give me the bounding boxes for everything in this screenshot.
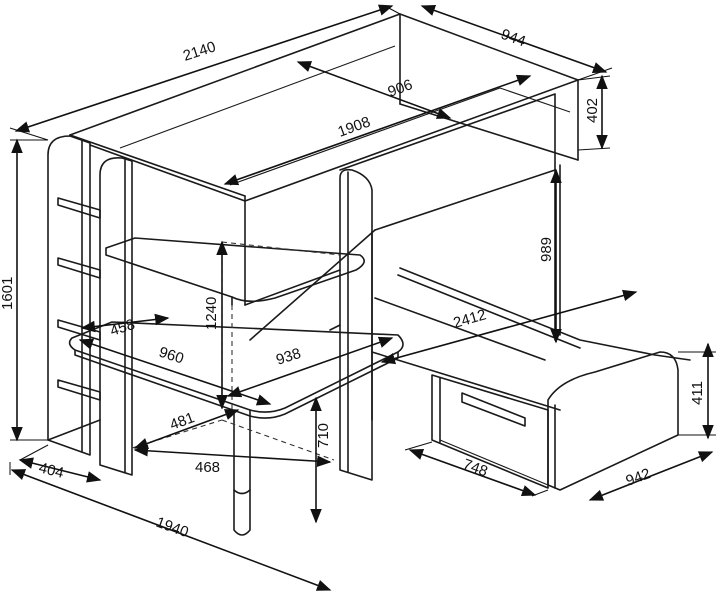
dim-label-ladder-depth: 404 [37, 459, 65, 482]
dim-label-lower-clearance: 989 [538, 237, 555, 262]
dim-label-desk-height: 710 [315, 423, 332, 448]
desk [68, 241, 404, 536]
lower-bed [371, 267, 691, 491]
upper-bed [69, 13, 579, 421]
dim-label-overall-length: 2140 [181, 38, 218, 64]
dim-label-lower-bed-height: 411 [689, 381, 706, 405]
dim-label-desk-diagonal: 938 [274, 345, 303, 369]
dim-label-desk-under-width: 468 [195, 459, 220, 476]
dim-label-desk-side: 458 [108, 316, 137, 340]
dim-label-top-inner-length: 1908 [336, 113, 373, 140]
dim-label-lower-bed-length: 2412 [451, 306, 488, 332]
dim-label-top-inner-depth: 906 [386, 76, 415, 101]
dim-lines [9, 4, 716, 591]
dim-label-overall-depth: 944 [499, 26, 528, 51]
dim-label-top-rail-height: 402 [584, 98, 601, 123]
dim-label-desk-length: 960 [157, 344, 186, 368]
dim-label-base-length: 1940 [154, 514, 191, 541]
ladder-side-panel [47, 135, 101, 456]
dim-label-desk-leg-depth: 481 [168, 409, 197, 434]
dim-label-lower-bed-width: 942 [624, 465, 653, 490]
dim-label-shelf-height: 1240 [203, 297, 220, 330]
dim-label-overall-height: 1601 [0, 277, 16, 310]
